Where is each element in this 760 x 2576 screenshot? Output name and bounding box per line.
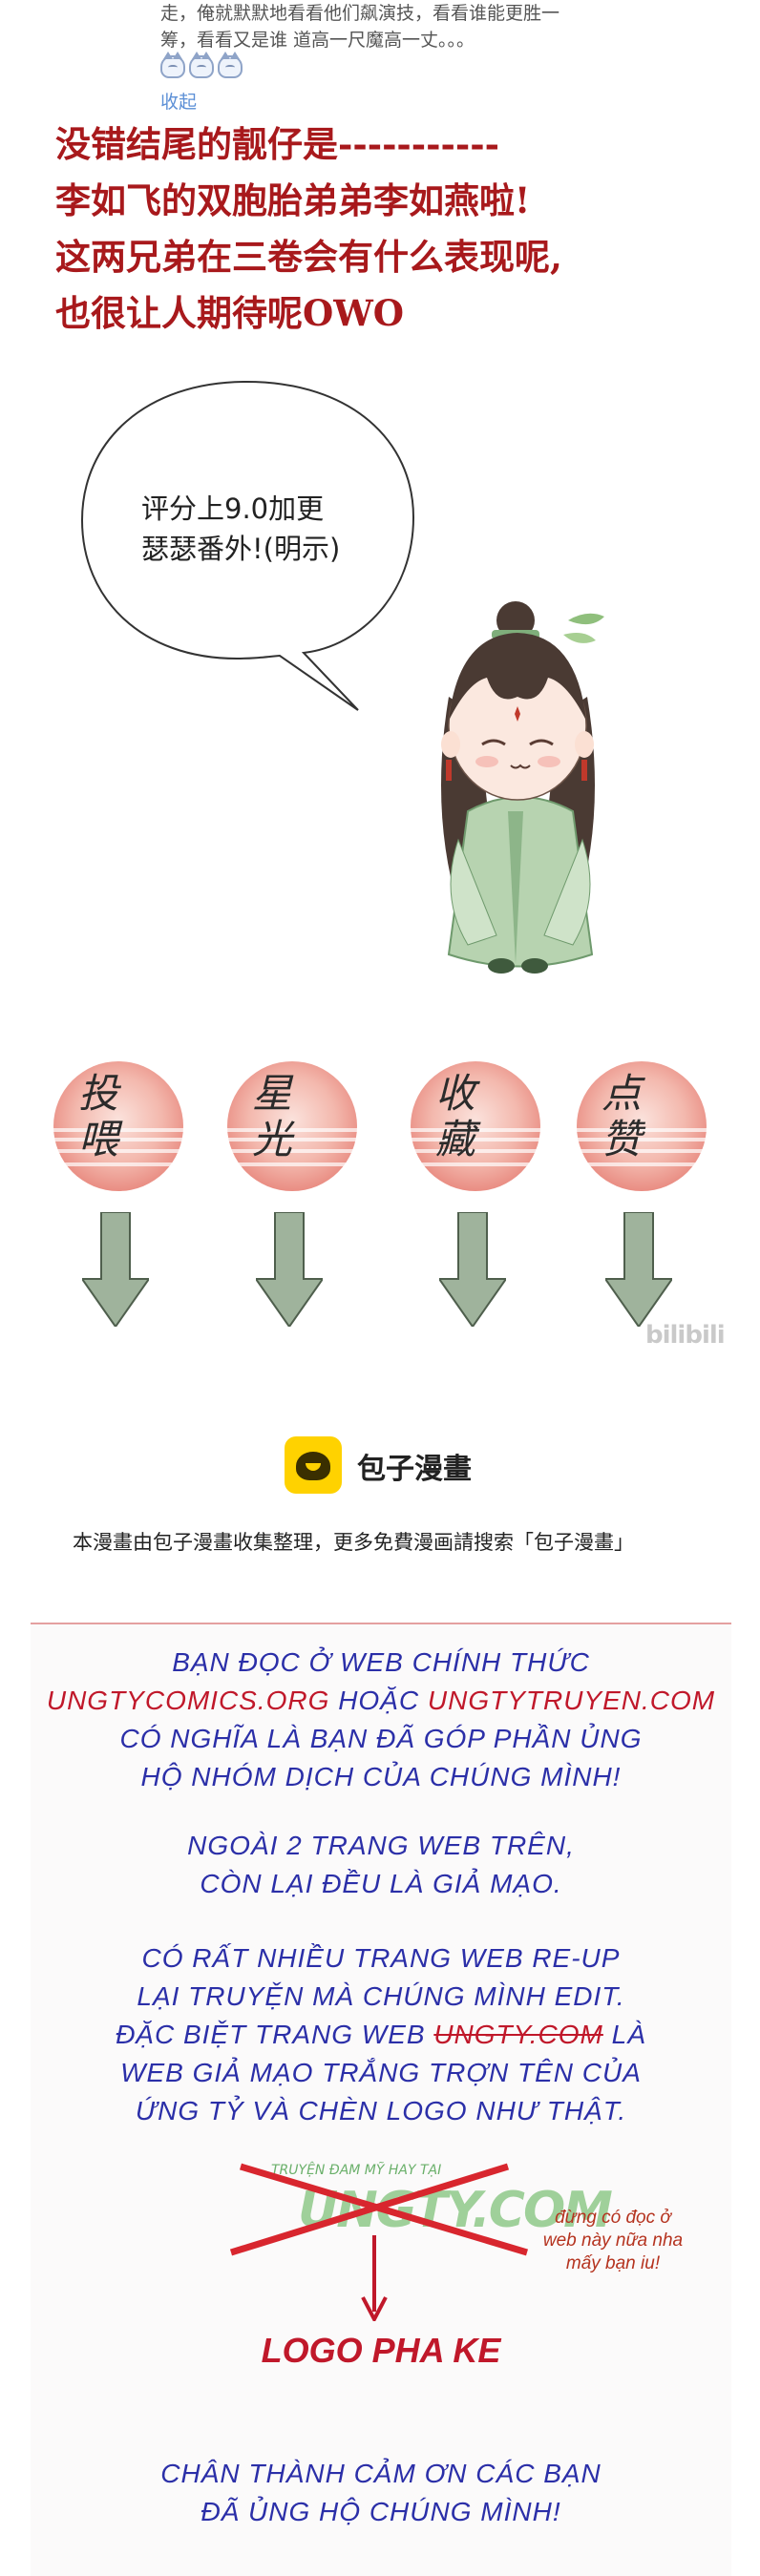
red-down-arrow-icon: [361, 2235, 388, 2321]
starlight-action[interactable]: 星光: [227, 1061, 370, 1357]
translation-notice-panel: BẠN ĐỌC Ở WEB CHÍNH THỨC UNGTYCOMICS.ORG…: [31, 1623, 731, 2576]
author-note-line: 这两兄弟在三卷会有什么表现呢,: [55, 236, 562, 278]
speech-bubble-shape: [80, 380, 415, 711]
baozi-logo-icon: [285, 1436, 342, 1494]
speech-bubble-text: 评分上9.0加更 瑟瑟番外!(明示): [141, 489, 390, 569]
comment-text-line-2: 筹，看看又是谁 道高一尺魔高一丈。。。: [160, 30, 475, 51]
thanks-line: CHÂN THÀNH CẢM ƠN CÁC BẠN: [160, 2459, 602, 2488]
notice-fake-site-line: ĐẶC BIỆT TRANG WEB UNGTY.COM LÀ: [31, 2016, 731, 2054]
notice-line: ỨNG TỶ VÀ CHÈN LOGO NHƯ THẬT.: [135, 2096, 627, 2126]
author-note-line: 李如飞的双胞胎弟弟李如燕啦!: [55, 179, 531, 221]
official-site-link[interactable]: UNGTYTRUYEN.COM: [427, 1686, 716, 1715]
starlight-circle-icon: [227, 1061, 357, 1191]
notice-line: CÓ RẤT NHIỀU TRANG WEB RE-UP: [141, 1943, 621, 1973]
favorite-action-label: 收藏: [435, 1070, 476, 1162]
like-circle-icon: [577, 1061, 707, 1191]
notice-line: CÒN LẠI ĐỀU LÀ GIẢ MẠO.: [200, 1869, 562, 1898]
comment-text-line-1: 走，俺就默默地看看他们飙演技，看看谁能更胜一: [160, 3, 560, 24]
down-arrow-icon: [256, 1212, 323, 1327]
side-warning-note: đừng có đọc ở web này nữa nha mấy bạn iu…: [527, 2207, 699, 2275]
cat-emoji-icon: [218, 52, 243, 78]
favorite-circle-icon: [411, 1061, 540, 1191]
side-note-line: đừng có đọc ở: [555, 2208, 671, 2228]
like-action-label: 点赞: [602, 1070, 643, 1162]
down-arrow-icon: [605, 1212, 672, 1327]
down-arrow-icon: [82, 1212, 149, 1327]
official-site-link[interactable]: UNGTYCOMICS.ORG: [46, 1686, 330, 1715]
author-note-line: 也很让人期待呢OWO: [55, 292, 405, 334]
cat-emoji-icon: [160, 52, 185, 78]
comment-snippet: 走，俺就默默地看看他们飙演技，看看谁能更胜一 筹，看看又是谁 道高一尺魔高一丈。…: [160, 0, 733, 114]
notice-line: WEB GIẢ MẠO TRẮNG TRỢN TÊN CỦA: [120, 2058, 642, 2087]
bubble-line-1: 评分上9.0加更: [141, 492, 325, 525]
author-note-line: 没错结尾的靓仔是-----------: [55, 123, 499, 165]
notice-line: NGOÀI 2 TRANG WEB TRÊN,: [187, 1831, 575, 1860]
fake-logo-label: LOGO PHA KE: [261, 2331, 501, 2370]
side-note-line: web này nữa nha: [542, 2230, 684, 2251]
feed-circle-icon: [53, 1061, 183, 1191]
notice-official-sites: UNGTYCOMICS.ORG HOẶC UNGTYTRUYEN.COM: [31, 1682, 731, 1720]
bilibili-watermark: bilibili: [645, 1321, 726, 1350]
speech-bubble: 评分上9.0加更 瑟瑟番外!(明示): [74, 374, 418, 711]
bubble-line-2: 瑟瑟番外!(明示): [141, 533, 341, 565]
collapse-link[interactable]: 收起: [160, 92, 198, 113]
notice-or-word: HOẶC: [329, 1686, 428, 1715]
baozi-brand-name: 包子漫畫: [357, 1453, 472, 1486]
cat-emoji-icon: [189, 52, 214, 78]
chibi-character-illustration: [401, 592, 640, 1021]
fake-logo-tagline: TRUYỆN ĐAM MỸ HAY TẠI: [271, 2163, 442, 2178]
notice-text-part: LÀ: [602, 2020, 646, 2049]
fake-logo-crossed: TRUYỆN ĐAM MỸ HAY TẠI UNGTY.COM: [222, 2157, 613, 2262]
emoji-row: [160, 52, 733, 84]
like-action[interactable]: 点赞: [577, 1061, 720, 1357]
fake-site-name: UNGTY.COM: [433, 2020, 603, 2049]
notice-line: BẠN ĐỌC Ở WEB CHÍNH THỨC: [172, 1647, 590, 1677]
red-cross-icon: [229, 2163, 529, 2256]
favorite-action[interactable]: 收藏: [411, 1061, 554, 1357]
notice-line: CÓ NGHĨA LÀ BẠN ĐÃ GÓP PHẦN ỦNG: [119, 1724, 643, 1753]
author-note: 没错结尾的靓仔是----------- 李如飞的双胞胎弟弟李如燕啦! 这两兄弟在…: [55, 116, 724, 342]
notice-text-part: ĐẶC BIỆT TRANG WEB: [116, 2020, 434, 2049]
thanks-line: ĐÃ ỦNG HỘ CHÚNG MÌNH!: [201, 2497, 561, 2526]
feed-action-label: 投喂: [78, 1070, 119, 1162]
down-arrow-icon: [439, 1212, 506, 1327]
baozi-source-note: 本漫畫由包子漫畫收集整理，更多免費漫画請搜索「包子漫畫」: [73, 1531, 634, 1554]
feed-action[interactable]: 投喂: [53, 1061, 197, 1357]
notice-line: LẠI TRUYỆN MÀ CHÚNG MÌNH EDIT.: [137, 1981, 625, 2011]
side-note-line: mấy bạn iu!: [565, 2253, 661, 2273]
starlight-action-label: 星光: [252, 1070, 293, 1162]
notice-line: HỘ NHÓM DỊCH CỦA CHÚNG MÌNH!: [140, 1762, 622, 1791]
